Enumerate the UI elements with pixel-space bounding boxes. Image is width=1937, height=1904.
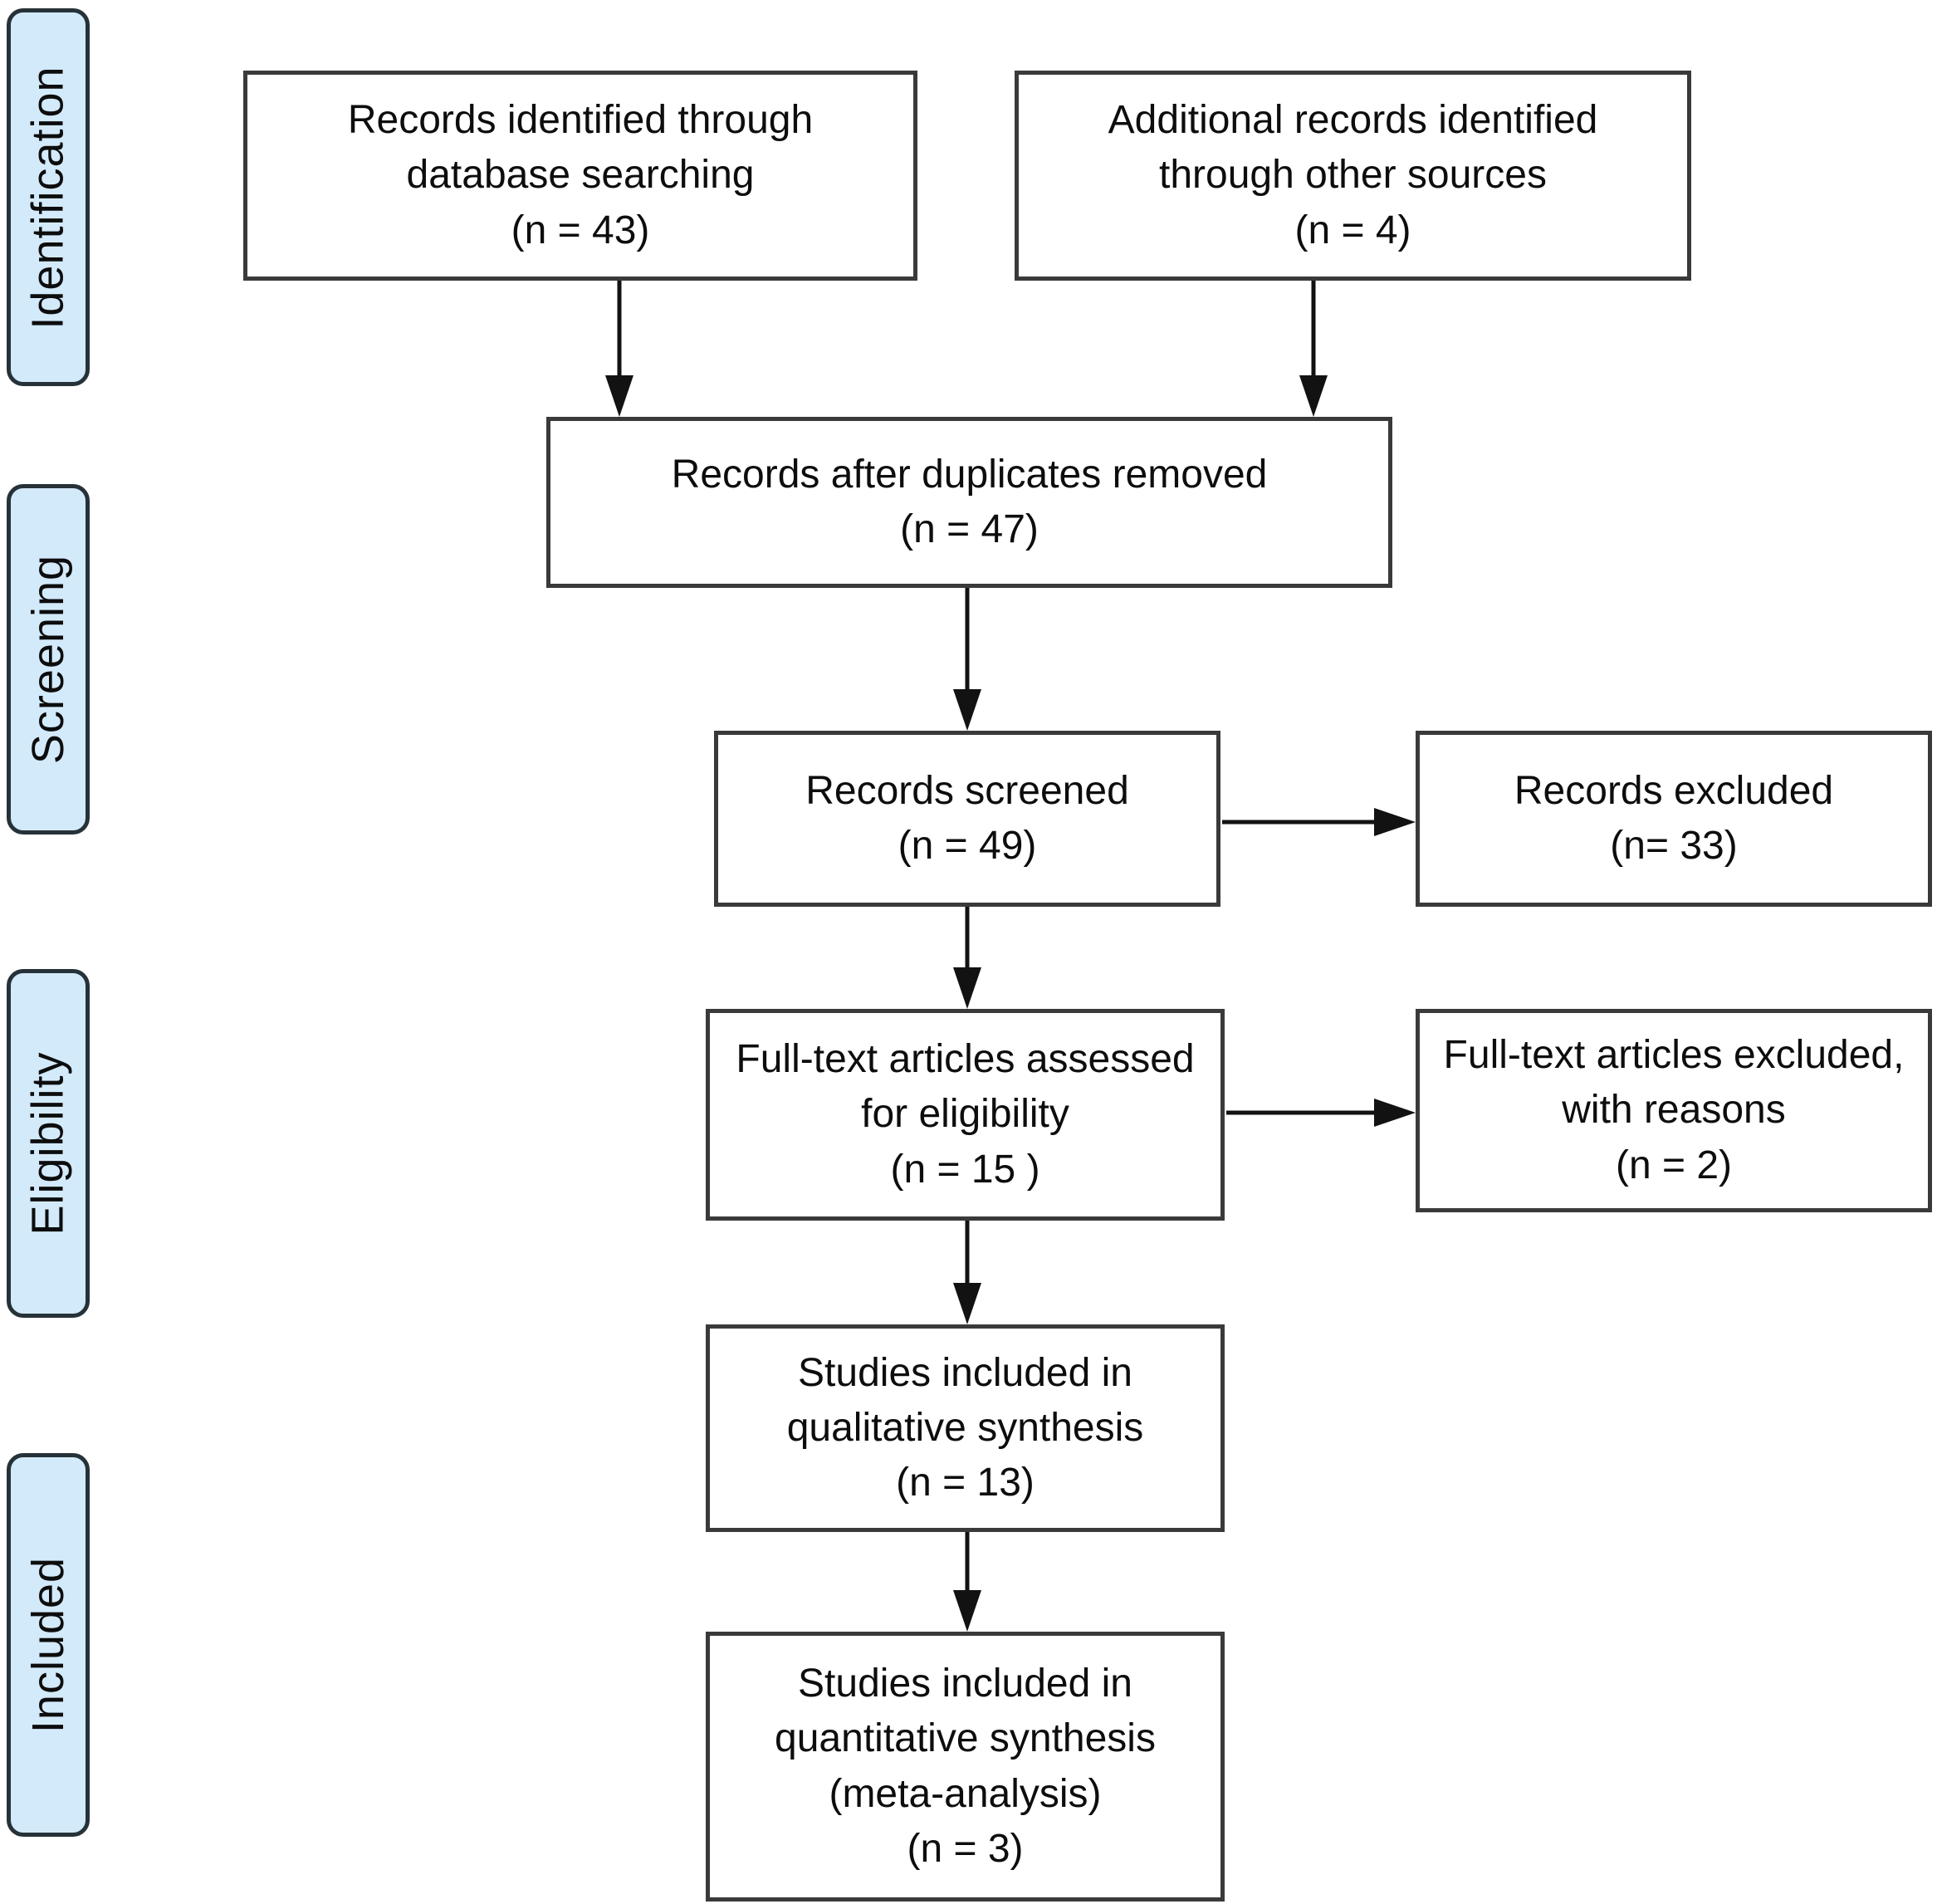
- flow-box-qualitative-synthesis: Studies included in qualitative synthesi…: [706, 1324, 1225, 1532]
- arrow-shaft: [1226, 1110, 1379, 1115]
- stage-screening: Screening: [7, 484, 90, 835]
- stage-label: Screening: [23, 554, 74, 765]
- arrow-screened-to-fulltext: [953, 907, 981, 1009]
- flow-box-records-identified: Records identified through database sear…: [243, 71, 917, 281]
- flow-box-fulltext-excluded: Full-text articles excluded, with reason…: [1416, 1009, 1932, 1212]
- arrow-shaft: [1311, 281, 1316, 380]
- arrow-shaft: [965, 907, 970, 972]
- stage-label: Eligibility: [23, 1051, 74, 1236]
- arrow-fulltext-to-ftexcluded: [1226, 1099, 1416, 1127]
- arrow-shaft: [965, 1532, 970, 1595]
- arrowhead-right-icon: [1374, 1099, 1416, 1127]
- stage-label: Identification: [23, 65, 74, 330]
- flow-box-quantitative-synthesis: Studies included in quantitative synthes…: [706, 1632, 1225, 1902]
- arrow-screened-to-excluded: [1222, 808, 1416, 836]
- flow-box-records-screened: Records screened (n = 49): [714, 731, 1220, 907]
- arrowhead-down-icon: [953, 689, 981, 731]
- arrow-shaft: [617, 281, 622, 380]
- flow-box-duplicates-removed: Records after duplicates removed (n = 47…: [546, 417, 1392, 588]
- arrow-fulltext-to-qualitative: [953, 1221, 981, 1324]
- arrow-shaft: [965, 1221, 970, 1288]
- arrowhead-down-icon: [605, 375, 633, 417]
- arrow-qualitative-to-quantitative: [953, 1532, 981, 1632]
- arrow-shaft: [965, 588, 970, 694]
- arrow-shaft: [1222, 820, 1379, 825]
- arrowhead-down-icon: [1299, 375, 1328, 417]
- stage-eligibility: Eligibility: [7, 969, 90, 1318]
- arrowhead-down-icon: [953, 1590, 981, 1632]
- arrowhead-down-icon: [953, 967, 981, 1009]
- stage-included: Included: [7, 1453, 90, 1837]
- flow-box-records-excluded: Records excluded (n= 33): [1416, 731, 1932, 907]
- arrow-additional-to-duplicates: [1299, 281, 1328, 417]
- flow-box-fulltext-assessed: Full-text articles assessed for eligibil…: [706, 1009, 1225, 1221]
- stage-identification: Identification: [7, 8, 90, 386]
- arrow-duplicates-to-screened: [953, 588, 981, 731]
- arrowhead-right-icon: [1374, 808, 1416, 836]
- arrow-identified-to-duplicates: [605, 281, 633, 417]
- arrowhead-down-icon: [953, 1283, 981, 1324]
- flow-box-additional-records: Additional records identified through ot…: [1015, 71, 1691, 281]
- stage-label: Included: [23, 1556, 74, 1734]
